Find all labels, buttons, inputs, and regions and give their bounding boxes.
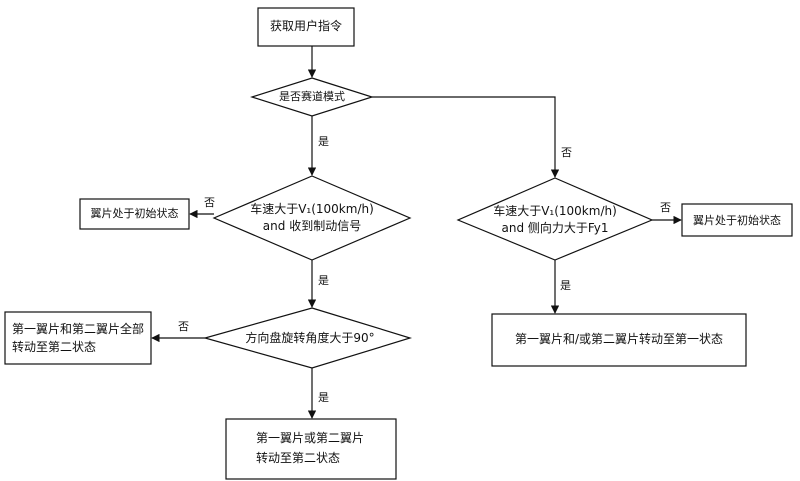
box-initial-state-left — [79, 198, 190, 230]
decision-steering-label: 方向盘旋转角度大于90° — [245, 331, 375, 345]
box-all-second-line2: 转动至第二状态 — [12, 340, 97, 354]
box-first-state-label: 第一翼片和/或第二翼片转动至第一状态 — [514, 332, 724, 346]
edge-label-yes-track: 是 — [318, 135, 329, 148]
edge-track-no — [372, 96, 560, 178]
edge-label-yes-brake: 是 — [318, 274, 329, 287]
edge-label-no-steer: 否 — [178, 320, 189, 333]
box-first-state — [491, 313, 747, 367]
decision-speed-brake-line2: and 收到制动信号 — [262, 219, 362, 233]
start-label: 获取用户指令 — [269, 19, 342, 33]
edge-label-yes-steer: 是 — [318, 391, 329, 404]
edge-label-yes-lat: 是 — [560, 279, 571, 292]
edge-label-no-track: 否 — [561, 146, 572, 159]
box-initial-state-right-label: 翼片处于初始状态 — [693, 214, 781, 227]
box-either-second-line2: 转动至第二状态 — [256, 451, 341, 465]
decision-track-mode-label: 是否赛道模式 — [279, 90, 345, 103]
box-all-second-line1: 第一翼片和第二翼片全部 — [12, 322, 145, 336]
edge-label-no-lat: 否 — [660, 201, 671, 214]
box-initial-state-left-label: 翼片处于初始状态 — [90, 207, 179, 220]
decision-speed-brake-line1: 车速大于V₁(100km/h) — [250, 202, 374, 216]
decision-speed-lateral-line2: and 侧向力大于Fy1 — [501, 221, 609, 235]
decision-speed-lateral-line1: 车速大于V₁(100km/h) — [493, 204, 617, 218]
edge-label-no-brake: 否 — [204, 196, 215, 209]
box-either-second-state — [225, 418, 397, 480]
start-box — [257, 7, 355, 47]
box-initial-state-right — [681, 203, 793, 237]
box-all-second-state — [4, 311, 152, 365]
box-either-second-line1: 第一翼片或第二翼片 — [256, 431, 365, 445]
